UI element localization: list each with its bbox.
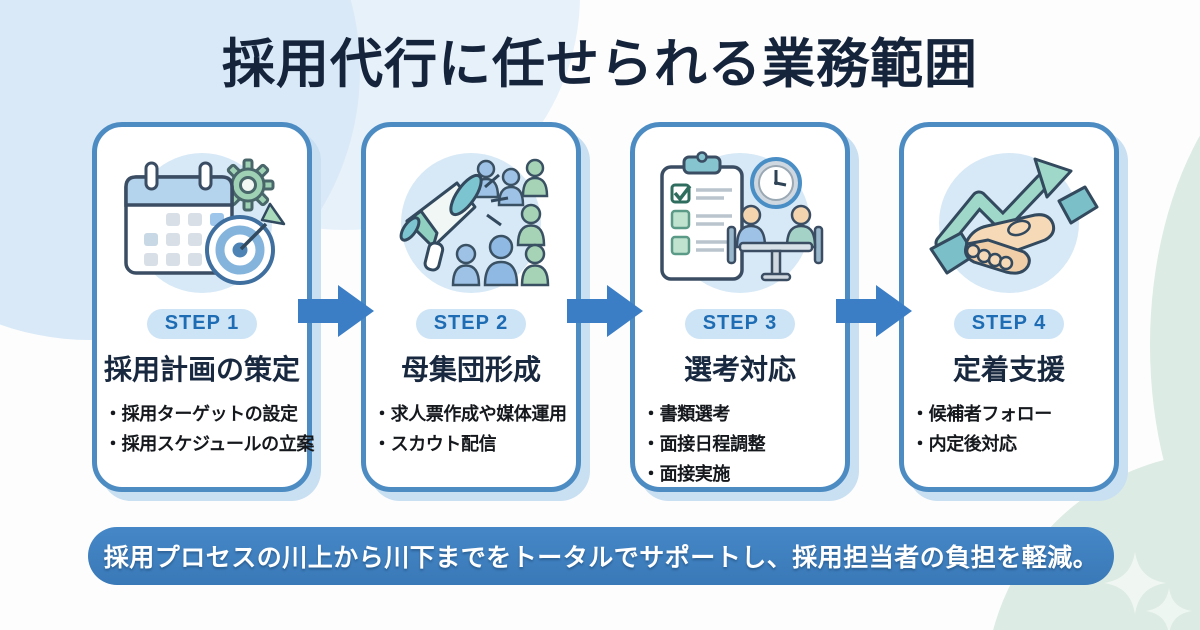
interviewee-right — [785, 204, 817, 249]
step-badge: STEP 2 — [415, 309, 527, 339]
calendar-gear-target-icon — [124, 158, 286, 285]
bullet-item: ・求人票作成や媒体運用 — [373, 404, 567, 424]
step2-illustration — [399, 153, 550, 293]
summary-text: 採用プロセスの川上から川下までをトータルでサポートし、採用担当者の負担を軽減。 — [103, 544, 1099, 572]
bullet-item: ・スカウト配信 — [373, 434, 497, 454]
step-badge: STEP 4 — [953, 309, 1065, 339]
growth-arrow — [934, 157, 1073, 252]
clipboard — [660, 151, 744, 281]
step-title: 定着支援 — [952, 354, 1065, 385]
step-title: 母集団形成 — [400, 354, 541, 385]
step-card-1: STEP 1 採用計画の策定 ・採用ターゲットの設定 ・採用スケジュールの立案 — [92, 122, 314, 492]
step1-illustration — [124, 153, 286, 293]
next-step-arrow-icon — [567, 285, 643, 337]
interview-table-scene — [726, 204, 824, 282]
bullet-item: ・候補者フォロー — [911, 404, 1052, 424]
target-icon — [205, 202, 286, 285]
megaphone-people-icon — [399, 158, 550, 287]
steps-row: STEP 1 採用計画の策定 ・採用ターゲットの設定 ・採用スケジュールの立案 — [92, 122, 1119, 492]
step-badge: STEP 3 — [684, 309, 796, 339]
step-badge: STEP 1 — [146, 309, 258, 339]
summary-banner: 採用プロセスの川上から川下までをトータルでサポートし、採用担当者の負担を軽減。 — [88, 527, 1114, 585]
handshake-growth-arrow-icon — [929, 157, 1099, 275]
next-step-arrow-icon — [836, 285, 912, 337]
step-bullets: ・求人票作成や媒体運用 ・スカウト配信 — [373, 399, 572, 459]
step-bullets: ・候補者フォロー ・内定後対応 — [911, 399, 1110, 459]
step-bullets: ・採用ターゲットの設定 ・採用スケジュールの立案 — [104, 399, 314, 459]
bullet-item: ・面接日程調整 — [642, 434, 766, 454]
sparkle-icon — [1146, 588, 1192, 630]
bullet-item: ・面接実施 — [642, 464, 730, 484]
interview-checklist-clock-icon — [660, 151, 824, 282]
megaphone — [399, 173, 509, 272]
page-title: 採用代行に任せられる業務範囲 — [222, 35, 978, 94]
bullet-item: ・採用ターゲットの設定 — [104, 404, 298, 424]
handshake — [929, 185, 1099, 275]
step-bullets: ・書類選考 ・面接日程調整 ・面接実施 — [642, 399, 841, 489]
step-title: 採用計画の策定 — [103, 354, 300, 385]
people-group — [451, 158, 550, 287]
step4-illustration — [929, 153, 1099, 293]
step-card-3: STEP 3 選考対応 ・書類選考 ・面接日程調整 ・面接実施 — [630, 122, 850, 492]
step3-illustration — [660, 151, 824, 293]
clock-icon — [750, 157, 802, 209]
sparkle-icon — [1104, 552, 1166, 614]
step-title: 選考対応 — [683, 354, 796, 385]
bullet-item: ・採用スケジュールの立案 — [104, 434, 314, 454]
bullet-item: ・書類選考 — [642, 404, 730, 424]
step-card-2: STEP 2 母集団形成 ・求人票作成や媒体運用 ・スカウト配信 — [361, 122, 581, 492]
next-step-arrow-icon — [298, 285, 374, 337]
step-card-4: STEP 4 定着支援 ・候補者フォロー ・内定後対応 — [899, 122, 1119, 492]
bullet-item: ・内定後対応 — [911, 434, 1017, 454]
